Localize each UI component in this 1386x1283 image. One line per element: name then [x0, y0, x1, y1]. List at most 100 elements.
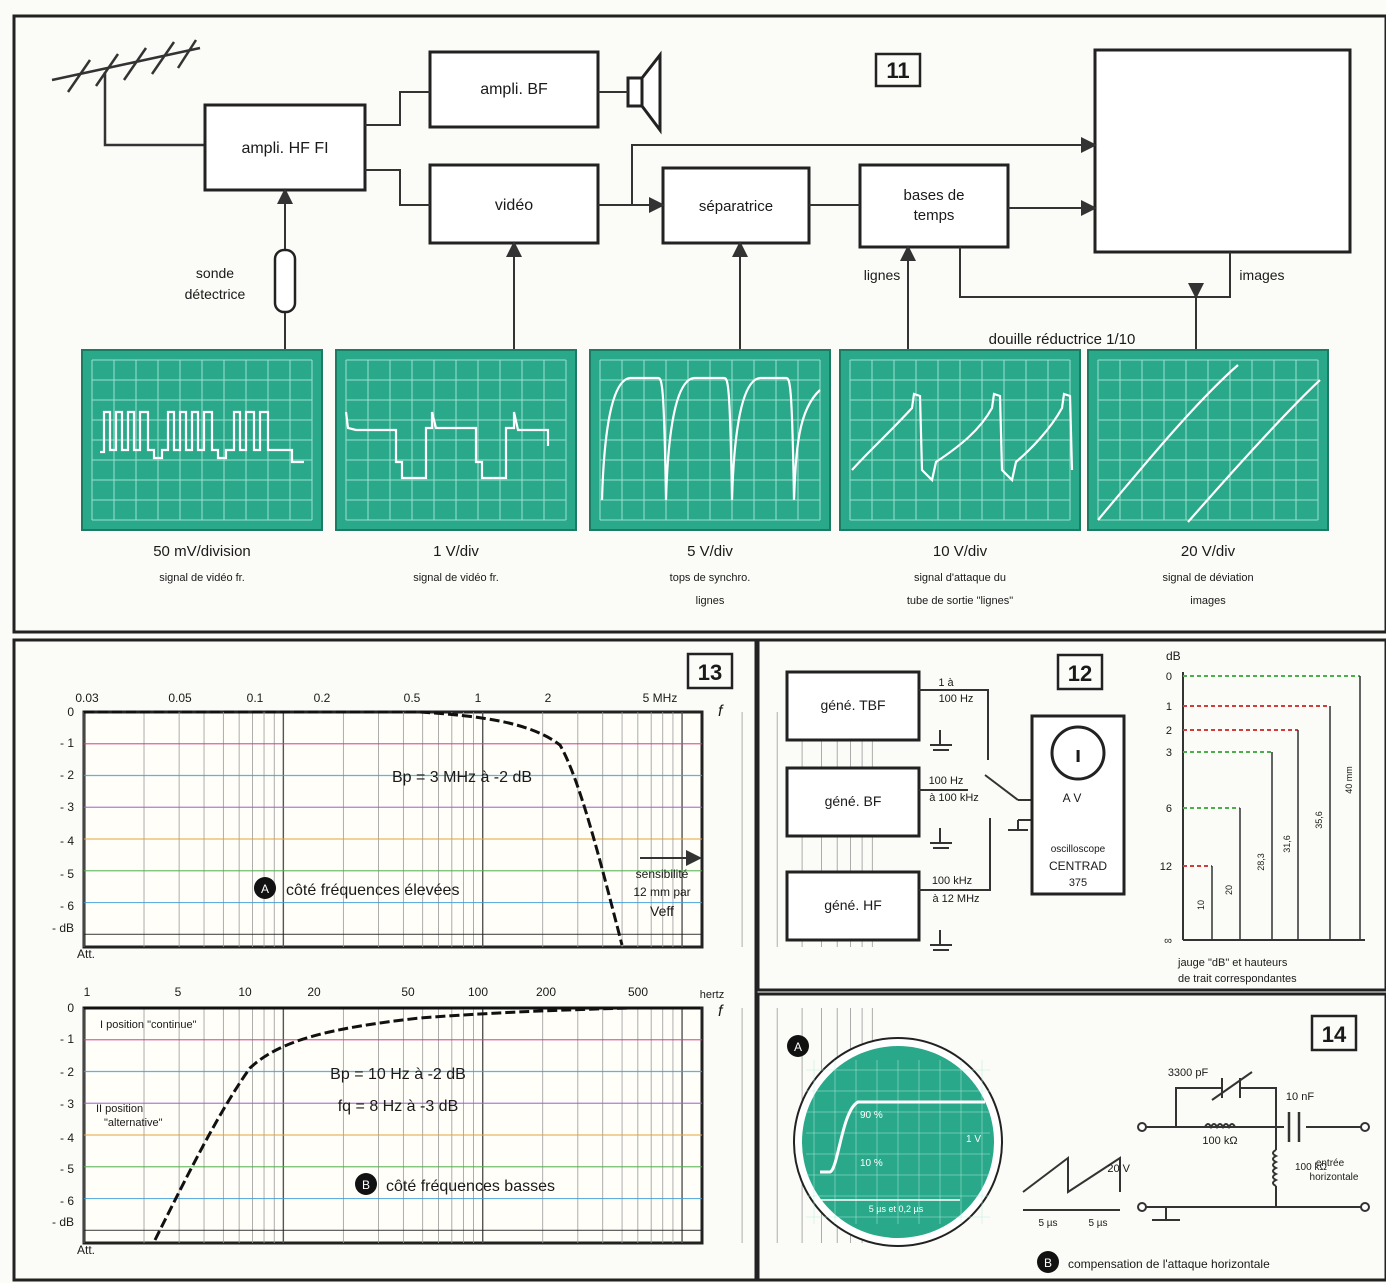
top-xtick-3: 0.2	[314, 691, 331, 705]
bot-xtick-2: 10	[238, 985, 252, 999]
bases-de-temps-label-2: temps	[914, 207, 955, 224]
top-xtick-5: 1	[475, 691, 482, 705]
top-ytick-2: - 2	[60, 768, 74, 782]
osc-label-1: oscilloscope	[1051, 844, 1106, 855]
top-xtick-1: 0.05	[168, 691, 192, 705]
cap1-label: 3300 pF	[1168, 1067, 1209, 1079]
bot-bp-label: Bp = 10 Hz à -2 dB	[330, 1066, 466, 1083]
pos1-label: I position "continue"	[100, 1019, 197, 1031]
bot-ytick-2: - 2	[60, 1065, 74, 1079]
scope-scale-1: 50 mV/division	[153, 543, 251, 560]
db-tick-4: 6	[1166, 803, 1172, 815]
lignes-label: lignes	[864, 267, 901, 283]
bot-ytick-4: - 4	[60, 1131, 74, 1145]
ampli-hf-label: ampli. HF FI	[241, 140, 328, 157]
top-ytick-6: - 6	[60, 899, 74, 913]
bot-ytick-5: - 5	[60, 1162, 74, 1176]
pos2-label-2: "alternative"	[104, 1117, 163, 1129]
freq-hf-1: 100 kHz	[932, 875, 972, 887]
cap2-label: 10 nF	[1286, 1091, 1314, 1103]
scope-scale-2: 1 V/div	[433, 543, 479, 560]
top-ytick-1: - 1	[60, 736, 74, 750]
gen-tbf-label: géné. TBF	[820, 697, 885, 713]
badge-b-bottom-letter: B	[362, 1178, 370, 1192]
scope-scale-5: 20 V/div	[1181, 543, 1236, 560]
freq-bf-1: 100 Hz	[929, 775, 964, 787]
top-ytick-4: - 4	[60, 834, 74, 848]
bot-xtick-7: 500	[628, 985, 648, 999]
bases-de-temps-label-1: bases de	[904, 187, 965, 204]
freq-tbf-2: 100 Hz	[939, 693, 974, 705]
height-label-3: 31,6	[1282, 835, 1292, 853]
figure-12: 12 géné. TBF géné. BF géné. HF 1 à 100 H…	[758, 640, 1386, 990]
ground-icon	[930, 730, 1028, 950]
bot-ytick-0: 0	[67, 1001, 74, 1015]
sens-label-3: Veff	[650, 903, 674, 919]
figure-14-number: 14	[1322, 1022, 1347, 1047]
osc-label-2: CENTRAD	[1049, 859, 1107, 873]
osc-label-3: 375	[1069, 877, 1087, 889]
gauge-caption-2: de trait correspondantes	[1178, 973, 1297, 985]
bot-xtick-4: 50	[401, 985, 415, 999]
svg-text:ı: ı	[1075, 742, 1081, 767]
scope-desc-3-a: tops de synchro.	[670, 572, 751, 584]
figure-13-number: 13	[698, 660, 722, 685]
bot-xtick-5: 100	[468, 985, 488, 999]
bases-de-temps-block	[860, 165, 1008, 247]
fig14-caption: compensation de l'attaque horizontale	[1068, 1257, 1270, 1271]
top-att-label: Att.	[77, 947, 95, 961]
scope-desc-4-b: tube de sortie "lignes"	[907, 595, 1013, 607]
figure-11: ampli. HF FI ampli. BF vidéo séparatrice…	[14, 16, 1386, 632]
top-xtick-6: 2	[545, 691, 552, 705]
figure-11-number: 11	[886, 58, 909, 83]
bot-xtick-6: 200	[536, 985, 556, 999]
db-tick-5: 12	[1160, 861, 1172, 873]
gen-hf-label: géné. HF	[824, 897, 882, 913]
freq-hf-2: à 12 MHz	[932, 893, 979, 905]
entree-label-1: entrée	[1316, 1158, 1345, 1169]
fig12-wiring	[919, 690, 1045, 890]
ampli-bf-label: ampli. BF	[480, 81, 548, 98]
top-caption: côté fréquences élevées	[286, 882, 459, 899]
top-ytick-5: - 5	[60, 867, 74, 881]
badge-a-top-letter: A	[261, 882, 269, 896]
loudspeaker-icon	[628, 55, 660, 130]
gauge-caption-1: jauge "dB" et hauteurs	[1177, 957, 1288, 969]
scope-screens: 50 mV/divisionsignal de vidéo fr.1 V/div…	[82, 350, 1328, 607]
res-label: 100 kΩ	[1202, 1135, 1237, 1147]
figure-14: 14 A 90 % 10 % 1 V 5 µs et 0,2 µs	[758, 994, 1386, 1280]
bot-xtick-8: hertz	[700, 989, 724, 1001]
db-tick-0: 0	[1166, 671, 1172, 683]
pos2-label-1: II position	[96, 1103, 143, 1115]
one-v-label: 1 V	[966, 1134, 981, 1145]
scope-desc-3-b: lignes	[696, 595, 725, 607]
graph-top-high-freq	[84, 712, 872, 947]
scope-scale-4: 10 V/div	[933, 543, 988, 560]
sonde-label-2: détectrice	[185, 286, 246, 302]
top-xtick-4: 0.5	[404, 691, 421, 705]
gen-bf-label: géné. BF	[825, 793, 882, 809]
sens-label-1: sensibilité	[636, 867, 689, 881]
top-ytick-7: - dB	[52, 921, 74, 935]
video-label: vidéo	[495, 197, 533, 214]
bot-xtick-3: 20	[307, 985, 321, 999]
entree-label-2: horizontale	[1310, 1172, 1359, 1183]
bot-xtick-0: 1	[84, 985, 91, 999]
db-tick-3: 3	[1166, 747, 1172, 759]
scope-screen-4: 10 V/divsignal d'attaque dutube de sorti…	[840, 350, 1080, 607]
db-gauge: 0123612∞102028,331,635,640 mm	[1160, 671, 1360, 947]
db-tick-6: ∞	[1164, 935, 1172, 947]
top-bp-label: Bp = 3 MHz à -2 dB	[392, 769, 532, 786]
images-label: images	[1239, 267, 1284, 283]
badge-a-fig14-letter: A	[794, 1040, 802, 1054]
t2-label: 5 µs	[1088, 1218, 1107, 1229]
separatrice-label: séparatrice	[699, 198, 773, 215]
top-xtick-0: 0.03	[75, 691, 99, 705]
p10-label: 10 %	[860, 1158, 883, 1169]
scope-desc-5-a: signal de déviation	[1162, 572, 1253, 584]
